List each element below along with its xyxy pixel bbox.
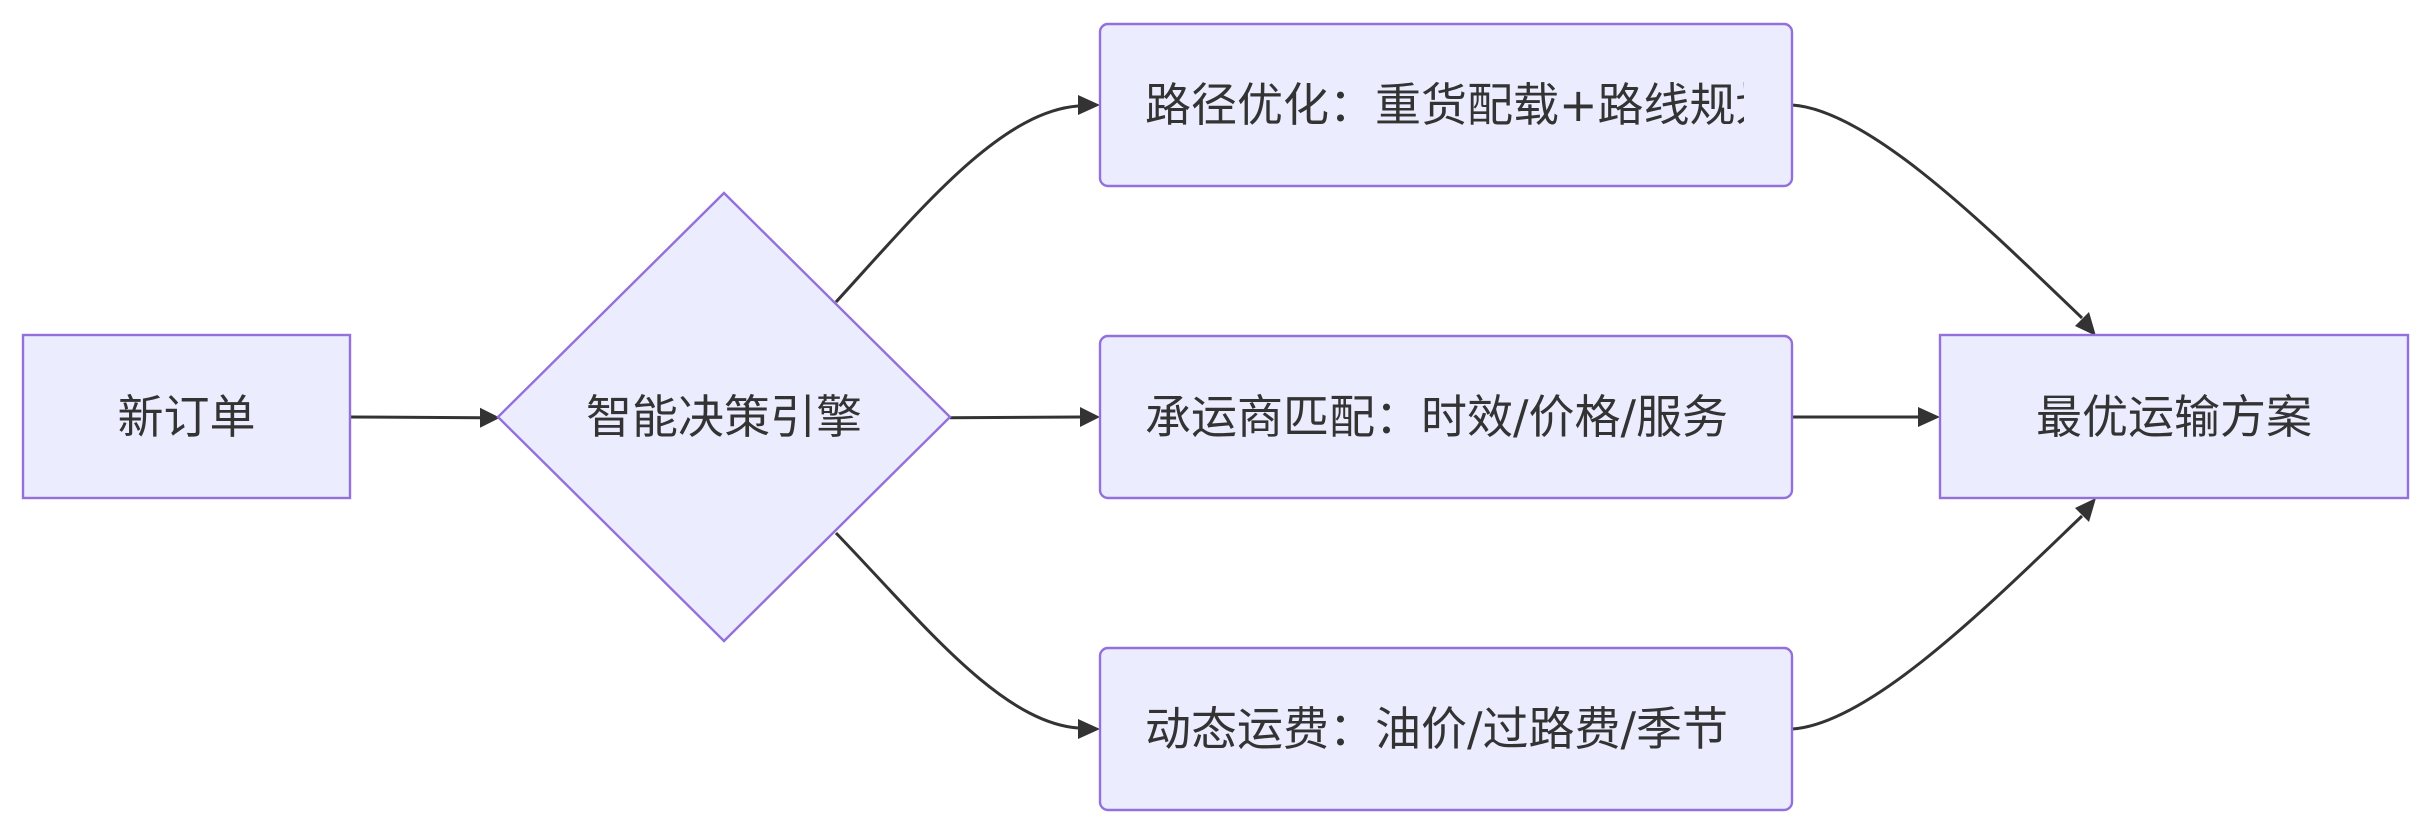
node-decision-engine: 智能决策引擎 — [496, 191, 952, 643]
node-decision-engine-label: 智能决策引擎 — [586, 390, 862, 444]
edge-engine-to-route-arrowhead — [1078, 95, 1100, 115]
node-route-optimization-label: 路径优化：重货配载+路线规划 — [1145, 78, 1782, 132]
edge-engine-to-route — [834, 104, 1079, 304]
edge-new-order-to-engine-arrowhead — [480, 407, 500, 428]
node-best-transport-plan-label: 最优运输方案 — [2036, 390, 2312, 444]
edge-freight-to-best — [1791, 514, 2084, 731]
node-dynamic-freight-label: 动态运费：油价/过路费/季节 — [1145, 702, 1728, 756]
edge-route-to-best — [1791, 103, 2084, 320]
edge-new-order-to-engine — [349, 415, 481, 420]
node-carrier-matching: 承运商匹配：时效/价格/服务 — [1098, 334, 1794, 500]
edge-engine-to-freight-arrowhead — [1078, 719, 1100, 739]
node-route-optimization-box — [1098, 22, 1794, 188]
node-new-order-box — [21, 333, 352, 500]
edge-carrier-to-best-arrowhead — [1918, 407, 1940, 427]
edges — [349, 95, 2096, 739]
node-decision-engine-diamond — [496, 191, 952, 643]
edge-route-to-best-arrowhead — [2075, 312, 2096, 336]
edge-engine-to-carrier — [949, 415, 1081, 420]
node-carrier-matching-label: 承运商匹配：时效/价格/服务 — [1145, 390, 1728, 444]
edge-engine-to-carrier-arrowhead — [1080, 407, 1100, 427]
node-best-transport-plan-box — [1938, 333, 2410, 500]
node-new-order-label: 新订单 — [118, 390, 256, 444]
edge-engine-to-freight — [834, 531, 1079, 730]
node-dynamic-freight-box — [1098, 646, 1794, 812]
node-dynamic-freight: 动态运费：油价/过路费/季节 — [1098, 646, 1794, 812]
edge-freight-to-best-arrowhead — [2075, 498, 2096, 522]
node-carrier-matching-box — [1098, 334, 1794, 500]
node-best-transport-plan: 最优运输方案 — [1938, 333, 2410, 500]
node-new-order: 新订单 — [21, 333, 352, 500]
node-route-optimization: 路径优化：重货配载+路线规划 — [1098, 22, 1794, 188]
